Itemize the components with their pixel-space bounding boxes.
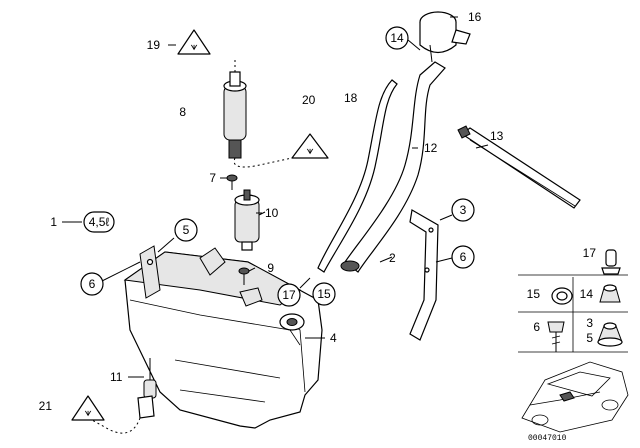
label-4: 4 [330,331,337,345]
legend-3-label: 3 [586,316,593,330]
capacity-badge: 4,5ℓ [83,211,115,233]
callout-15: 15 [312,282,336,306]
label-10: 10 [265,206,279,220]
callout-number: ᗐ [191,44,198,52]
legend-17-label: 17 [583,246,597,260]
callout-number: 14 [390,31,404,45]
callout-5: 5 [174,218,198,242]
callout-number: ᗐ [85,410,92,418]
warning-triangle-21: ᗐ [71,395,105,421]
label-11: 11 [110,370,123,384]
label-1: 1 [50,215,57,229]
callout-number: ᗐ [307,148,314,156]
rubber-mount-icon [597,322,623,347]
cable-strap [457,125,581,209]
label-20: 20 [302,93,316,107]
callout-number: 5 [183,223,190,237]
reference-code: 00047010 [528,434,567,443]
warning-triangle-19: ᗐ [177,29,211,55]
screw-9 [238,267,250,285]
legend-panel: 17 15 14 6 3 5 [518,246,629,443]
callout-number: 6 [89,277,96,291]
label-9: 9 [267,261,274,275]
label-21: 21 [39,399,53,413]
callout-3: 3 [451,198,475,222]
grommet-15-icon [551,287,573,305]
label-16: 16 [468,10,482,24]
callout-number: 3 [460,203,467,217]
washer-pump [234,189,266,251]
label-8: 8 [179,105,186,119]
legend-15-label: 15 [527,287,541,301]
screw-7 [226,174,238,190]
bracket-2 [409,209,439,341]
label-18: 18 [344,91,358,105]
label-19: 19 [147,38,161,52]
capacity-value: 4,5ℓ [89,215,110,229]
callout-14: 14 [385,26,409,50]
filler-cap [419,11,471,63]
headlight-washer-pump [223,60,293,168]
label-12: 12 [424,141,438,155]
legend-6-label: 6 [533,320,540,334]
label-13: 13 [490,129,504,143]
car-location-icon [521,361,629,433]
filler-pipe [340,61,446,273]
washer-fluid-reservoir [123,245,323,429]
screw-6-icon [547,321,565,352]
hose-18 [317,79,398,273]
legend-5-label: 5 [586,331,593,345]
legend-14-label: 14 [580,287,594,301]
nut-14-icon [599,284,621,303]
level-sensor [91,358,157,434]
callout-number: 15 [317,287,331,301]
clip-17-icon [601,249,621,275]
label-2: 2 [389,251,396,265]
callout-number: 17 [282,288,296,302]
callout-6: 6 [80,272,104,296]
label-7: 7 [209,171,216,185]
warning-triangle-20: ᗐ [291,133,329,159]
callout-number: 6 [460,250,467,264]
callout-17: 17 [277,283,301,307]
callout-6b: 6 [451,245,475,269]
